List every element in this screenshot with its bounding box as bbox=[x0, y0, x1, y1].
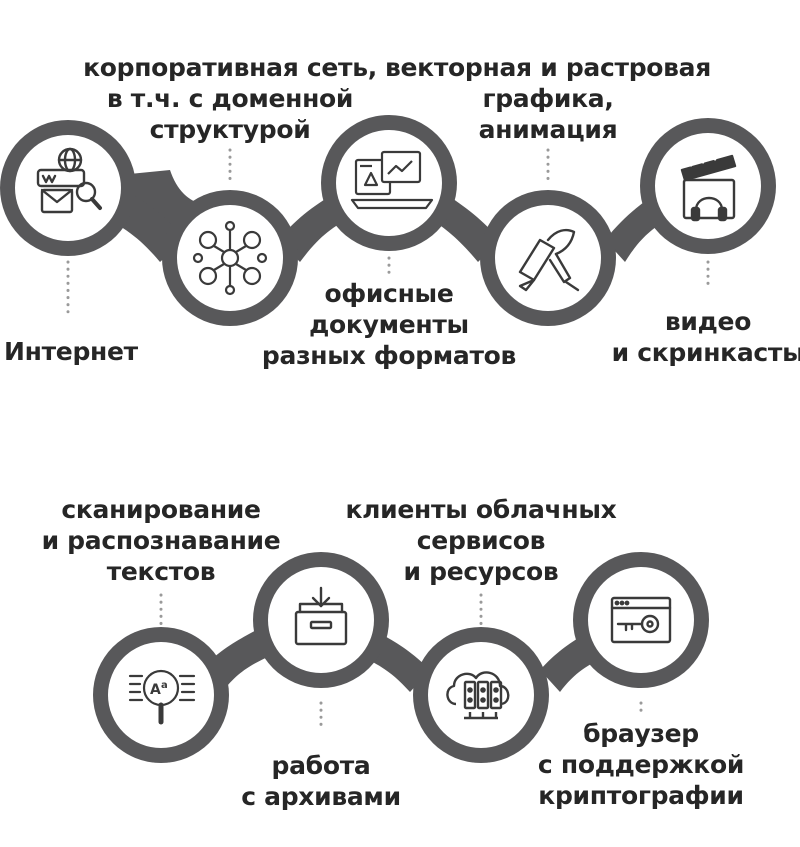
label-office-documents: офисные документы разных форматов bbox=[262, 278, 516, 371]
label-line: текстов bbox=[106, 557, 216, 586]
label-corporate-network: корпоративная сеть, в т.ч. с доменной ст… bbox=[83, 52, 377, 145]
label-line: в т.ч. с доменной bbox=[106, 84, 354, 113]
svg-text:a: a bbox=[161, 680, 168, 691]
label-line: с поддержкой bbox=[537, 750, 745, 779]
svg-text:A: A bbox=[150, 682, 161, 698]
office-documents-icon bbox=[350, 150, 434, 210]
label-line: криптографии bbox=[538, 781, 744, 810]
label-line: Интернет bbox=[4, 337, 138, 366]
label-line: и скринкасты bbox=[611, 338, 800, 367]
cloud-server-icon bbox=[446, 671, 510, 720]
label-line: векторная и растровая bbox=[384, 53, 712, 82]
label-line: корпоративная сеть, bbox=[83, 53, 377, 82]
node-archives bbox=[253, 552, 389, 688]
label-graphics: векторная и растровая графика, анимация bbox=[385, 52, 711, 145]
label-line: работа bbox=[271, 751, 371, 780]
text-scan-magnifier-icon: A a bbox=[128, 669, 196, 725]
label-line: видео bbox=[664, 307, 752, 336]
label-line: офисные bbox=[324, 279, 454, 308]
browser-key-icon bbox=[610, 596, 672, 644]
chain-row2 bbox=[93, 552, 709, 763]
label-line: и распознавание bbox=[41, 526, 281, 555]
label-line: сканирование bbox=[61, 495, 261, 524]
label-archives: работа с архивами bbox=[241, 750, 401, 812]
label-video: видео и скринкасты bbox=[612, 306, 800, 368]
node-text-scan bbox=[93, 627, 229, 763]
corporate-network-people-icon bbox=[192, 220, 268, 296]
label-line: и ресурсов bbox=[403, 557, 559, 586]
pen-brush-graphics-icon bbox=[518, 228, 580, 292]
internet-web-search-icon bbox=[36, 147, 102, 214]
label-line: анимация bbox=[478, 115, 618, 144]
node-internet bbox=[0, 120, 136, 256]
dotted-leaders bbox=[66, 148, 710, 732]
label-internet: Интернет bbox=[4, 336, 138, 367]
node-browser bbox=[573, 552, 709, 688]
video-clapper-headphones-icon bbox=[680, 151, 737, 222]
node-cloud bbox=[413, 627, 549, 763]
label-cloud: клиенты облачных сервисов и ресурсов bbox=[345, 494, 616, 587]
label-line: с архивами bbox=[241, 782, 401, 811]
label-line: структурой bbox=[149, 115, 311, 144]
label-line: сервисов bbox=[416, 526, 546, 555]
label-line: браузер bbox=[583, 719, 699, 748]
label-line: графика, bbox=[482, 84, 614, 113]
label-line: разных форматов bbox=[261, 341, 517, 370]
label-browser: браузер с поддержкой криптографии bbox=[538, 718, 744, 811]
archive-box-icon bbox=[294, 586, 348, 646]
label-text-scan: сканирование и распознавание текстов bbox=[42, 494, 281, 587]
label-line: клиенты облачных bbox=[345, 495, 617, 524]
label-line: документы bbox=[309, 310, 469, 339]
node-corporate-network bbox=[162, 190, 298, 326]
